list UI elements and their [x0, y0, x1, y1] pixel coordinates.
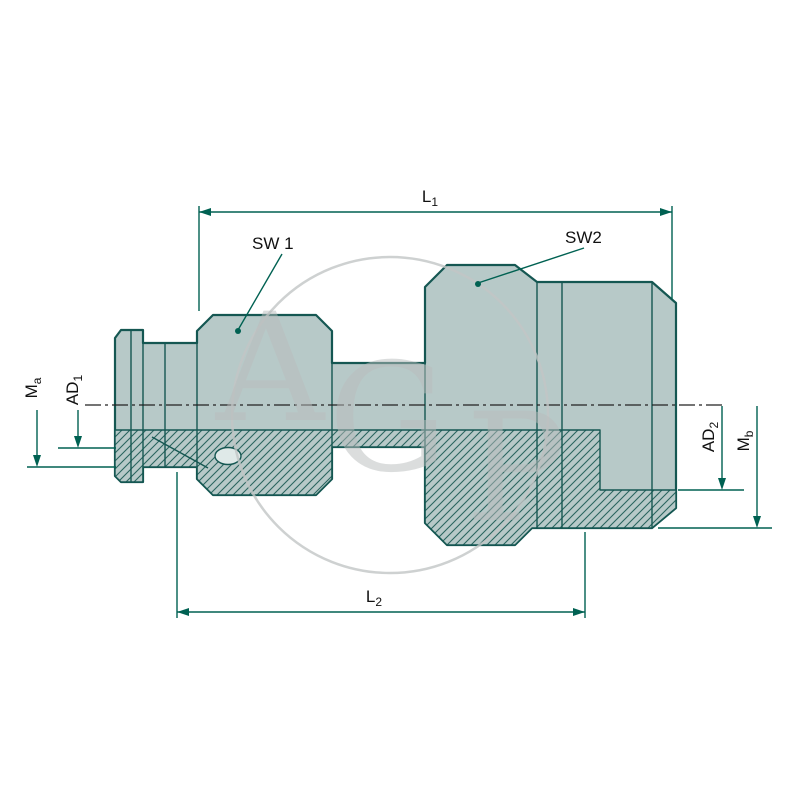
dimension-ad2: AD2 — [678, 406, 744, 491]
dimension-ad1: AD1 — [58, 375, 116, 449]
label-mb: Mb — [734, 430, 756, 451]
watermark-letter-p: P — [466, 382, 567, 556]
label-l1: L1 — [422, 187, 438, 209]
seal-ball-detail — [214, 446, 242, 466]
dimension-ma: Ma — [22, 377, 116, 468]
callout-sw1: SW 1 — [235, 234, 294, 334]
label-ad2: AD2 — [699, 422, 721, 453]
watermark-letter-g: G — [328, 332, 448, 506]
dimension-mb: Mb — [658, 406, 772, 529]
dimension-l2: L2 — [176, 472, 586, 618]
label-ma: Ma — [22, 377, 44, 398]
label-ad1: AD1 — [63, 375, 85, 406]
label-l2: L2 — [366, 587, 382, 609]
watermark: A G P — [215, 255, 567, 575]
watermark-circle — [230, 255, 550, 575]
watermark-letter-a: A — [215, 282, 326, 456]
leader-sw2 — [477, 247, 585, 284]
leader-sw1 — [237, 253, 283, 331]
callout-sw2: SW2 — [475, 228, 602, 287]
dimension-l1: L1 — [198, 187, 673, 311]
label-sw2: SW2 — [565, 228, 602, 247]
label-sw1: SW 1 — [252, 234, 294, 253]
